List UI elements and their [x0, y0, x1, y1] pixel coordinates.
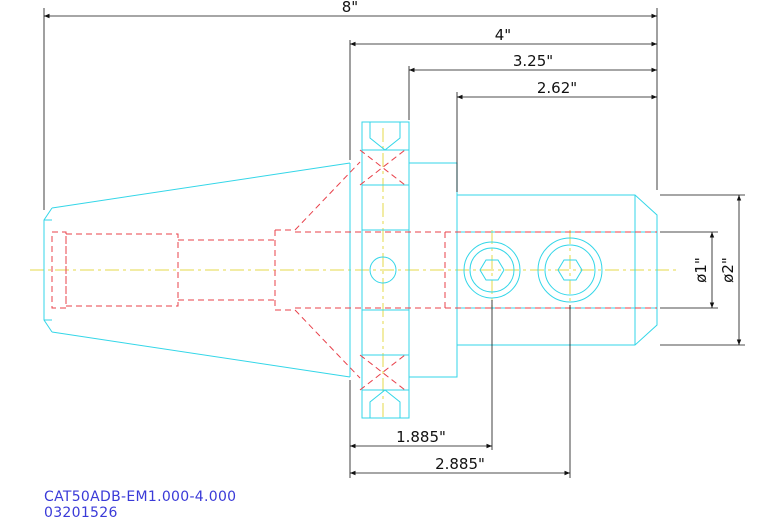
serial-number: 03201526 — [44, 505, 118, 521]
dim-body-diameter: ø2" — [719, 257, 737, 283]
set-screws — [463, 237, 603, 303]
hidden-lines — [51, 149, 657, 391]
dimension-lines — [44, 13, 742, 476]
dim-overall-length: 8" — [342, 0, 358, 16]
dim-bore-diameter: ø1" — [692, 257, 710, 283]
dim-screw-1: 1.885" — [396, 428, 446, 446]
dim-2-62-inch: 2.62" — [537, 79, 577, 97]
taper-shank — [43, 162, 351, 378]
dim-3-25-inch: 3.25" — [513, 52, 553, 70]
dim-screw-2: 2.885" — [435, 455, 485, 473]
dim-4-inch: 4" — [495, 26, 511, 44]
extension-lines — [43, 8, 745, 478]
part-number: CAT50ADB-EM1.000-4.000 — [44, 489, 237, 505]
v-flange — [361, 121, 410, 419]
center-lines — [30, 128, 680, 418]
